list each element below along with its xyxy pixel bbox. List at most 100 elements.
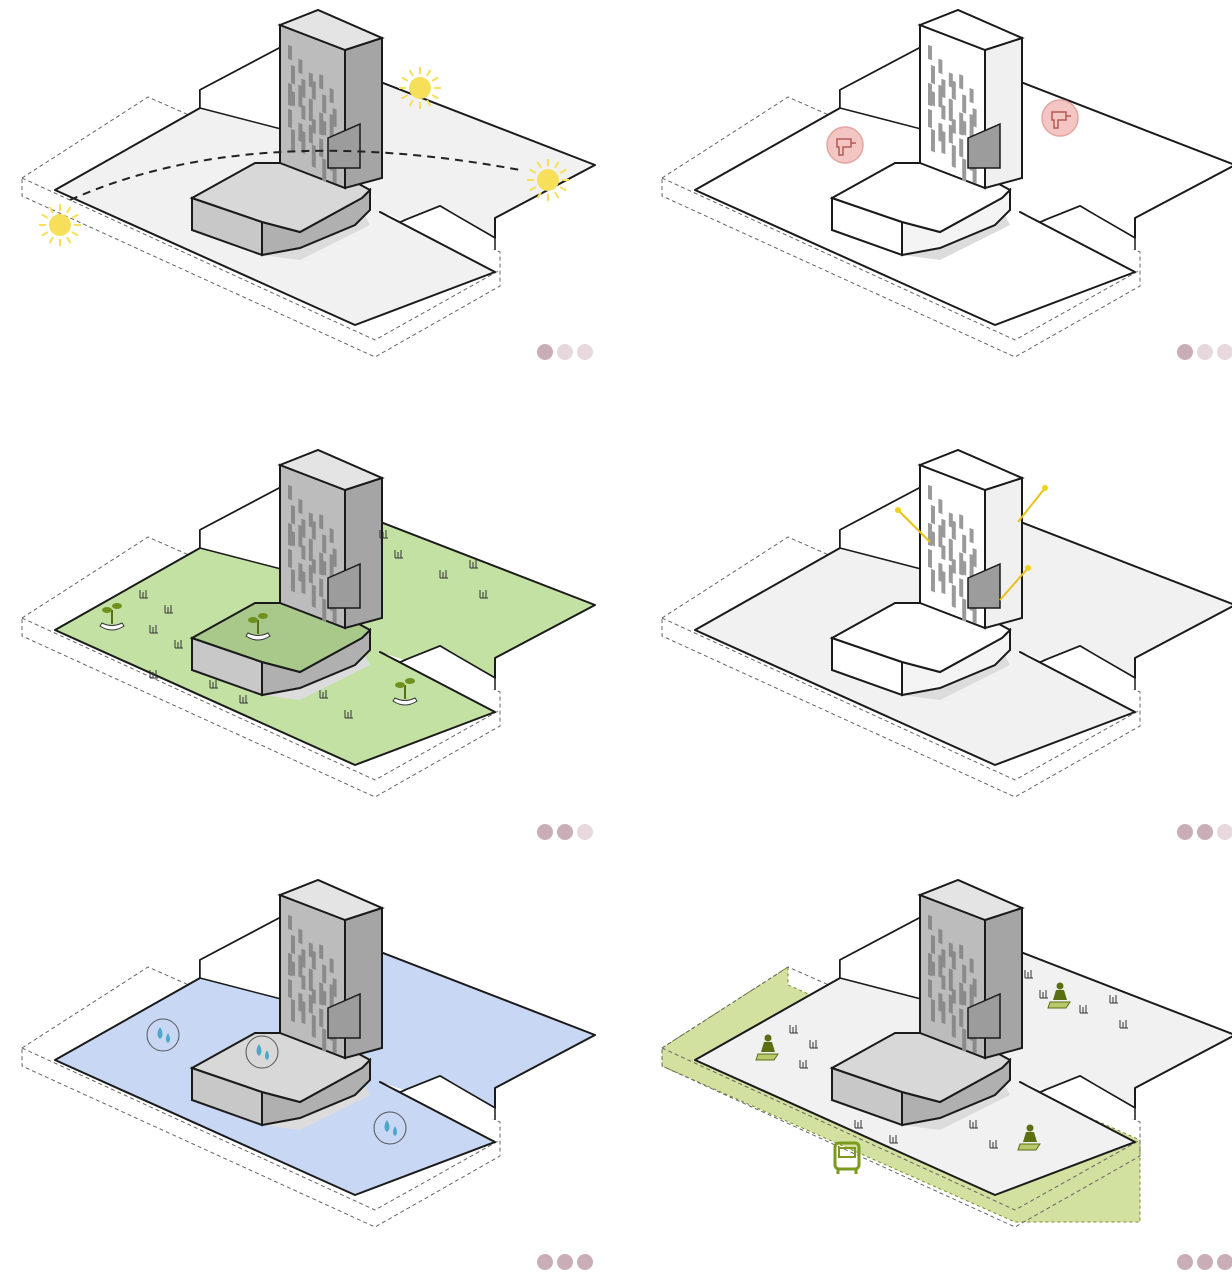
window-slit	[938, 929, 942, 944]
rating-dot	[1177, 1254, 1193, 1270]
window-slit	[322, 1028, 326, 1051]
window-slit	[970, 554, 974, 577]
rating-dot	[577, 824, 593, 840]
rating-dots	[1177, 344, 1232, 360]
window-slit	[288, 549, 292, 568]
rating-dot	[1217, 824, 1232, 840]
window-slit	[319, 514, 323, 529]
window-slit	[962, 94, 966, 113]
window-slit	[931, 531, 935, 546]
window-slit	[928, 485, 932, 500]
window-slit	[298, 955, 302, 978]
window-slit	[931, 935, 935, 954]
window-slit	[322, 560, 326, 575]
window-slit	[291, 129, 295, 152]
rating-dot	[1177, 344, 1193, 360]
window-slit	[962, 1028, 966, 1051]
window-slit	[928, 979, 932, 998]
window-slit	[952, 144, 956, 167]
window-slit	[949, 564, 953, 583]
window-slit	[330, 958, 334, 973]
window-slit	[962, 534, 966, 553]
window-slit	[322, 120, 326, 135]
window-slit	[959, 944, 963, 959]
window-slit	[301, 1001, 305, 1024]
window-slit	[319, 578, 323, 597]
window-slit	[312, 520, 316, 539]
window-slit	[962, 990, 966, 1005]
window-slit	[962, 560, 966, 575]
rating-dot	[537, 824, 553, 840]
window-slit	[322, 964, 326, 983]
window-slit	[970, 984, 974, 1007]
window-slit	[322, 598, 326, 621]
rating-dot	[1217, 1254, 1232, 1270]
window-slit	[952, 80, 956, 99]
window-slit	[298, 85, 302, 108]
window-slit	[312, 1014, 316, 1037]
window-slit	[928, 549, 932, 568]
window-slit	[312, 584, 316, 607]
sun-icon	[39, 204, 81, 246]
drill-icon	[827, 127, 863, 163]
rating-dot	[1217, 344, 1232, 360]
window-slit	[959, 578, 963, 597]
window-slit	[949, 538, 953, 561]
window-slit	[301, 545, 305, 560]
window-slit	[941, 131, 945, 154]
rating-dot	[537, 1254, 553, 1270]
window-slit	[309, 538, 313, 561]
panel-daylight	[662, 450, 1232, 840]
window-slit	[322, 94, 326, 113]
window-slit	[962, 964, 966, 983]
window-slit	[291, 569, 295, 592]
window-slit	[298, 525, 302, 548]
window-slit	[301, 571, 305, 594]
window-slit	[322, 990, 326, 1005]
panel-greenery	[22, 450, 595, 840]
rating-dot	[577, 344, 593, 360]
rating-dot	[557, 344, 573, 360]
window-slit	[309, 564, 313, 583]
window-slit	[931, 129, 935, 152]
window-slit	[330, 984, 334, 1007]
window-slit	[291, 999, 295, 1022]
window-slit	[938, 59, 942, 74]
rating-dot	[557, 824, 573, 840]
window-slit	[319, 138, 323, 157]
window-slit	[298, 929, 302, 944]
window-slit	[928, 45, 932, 60]
drill-icon	[1042, 100, 1078, 136]
window-slit	[330, 528, 334, 543]
window-slit	[330, 114, 334, 137]
window-slit	[298, 59, 302, 74]
window-slit	[288, 45, 292, 60]
window-slit	[931, 65, 935, 84]
window-slit	[288, 979, 292, 998]
window-slit	[970, 88, 974, 103]
rating-dot	[537, 344, 553, 360]
window-slit	[970, 528, 974, 543]
window-slit	[938, 955, 942, 978]
window-slit	[938, 525, 942, 548]
window-slit	[309, 968, 313, 991]
panel-mobility	[662, 880, 1232, 1270]
rating-dot	[1177, 824, 1193, 840]
rating-dots	[537, 824, 593, 840]
window-slit	[949, 124, 953, 143]
window-slit	[941, 975, 945, 990]
window-slit	[301, 975, 305, 990]
window-slit	[288, 915, 292, 930]
window-slit	[312, 80, 316, 99]
window-slit	[949, 994, 953, 1013]
window-slit	[959, 514, 963, 529]
panel-construction	[662, 10, 1232, 360]
window-slit	[931, 505, 935, 524]
window-slit	[298, 499, 302, 514]
window-slit	[938, 85, 942, 108]
window-slit	[970, 114, 974, 137]
window-slit	[928, 109, 932, 128]
window-slit	[319, 1008, 323, 1027]
window-slit	[931, 961, 935, 976]
